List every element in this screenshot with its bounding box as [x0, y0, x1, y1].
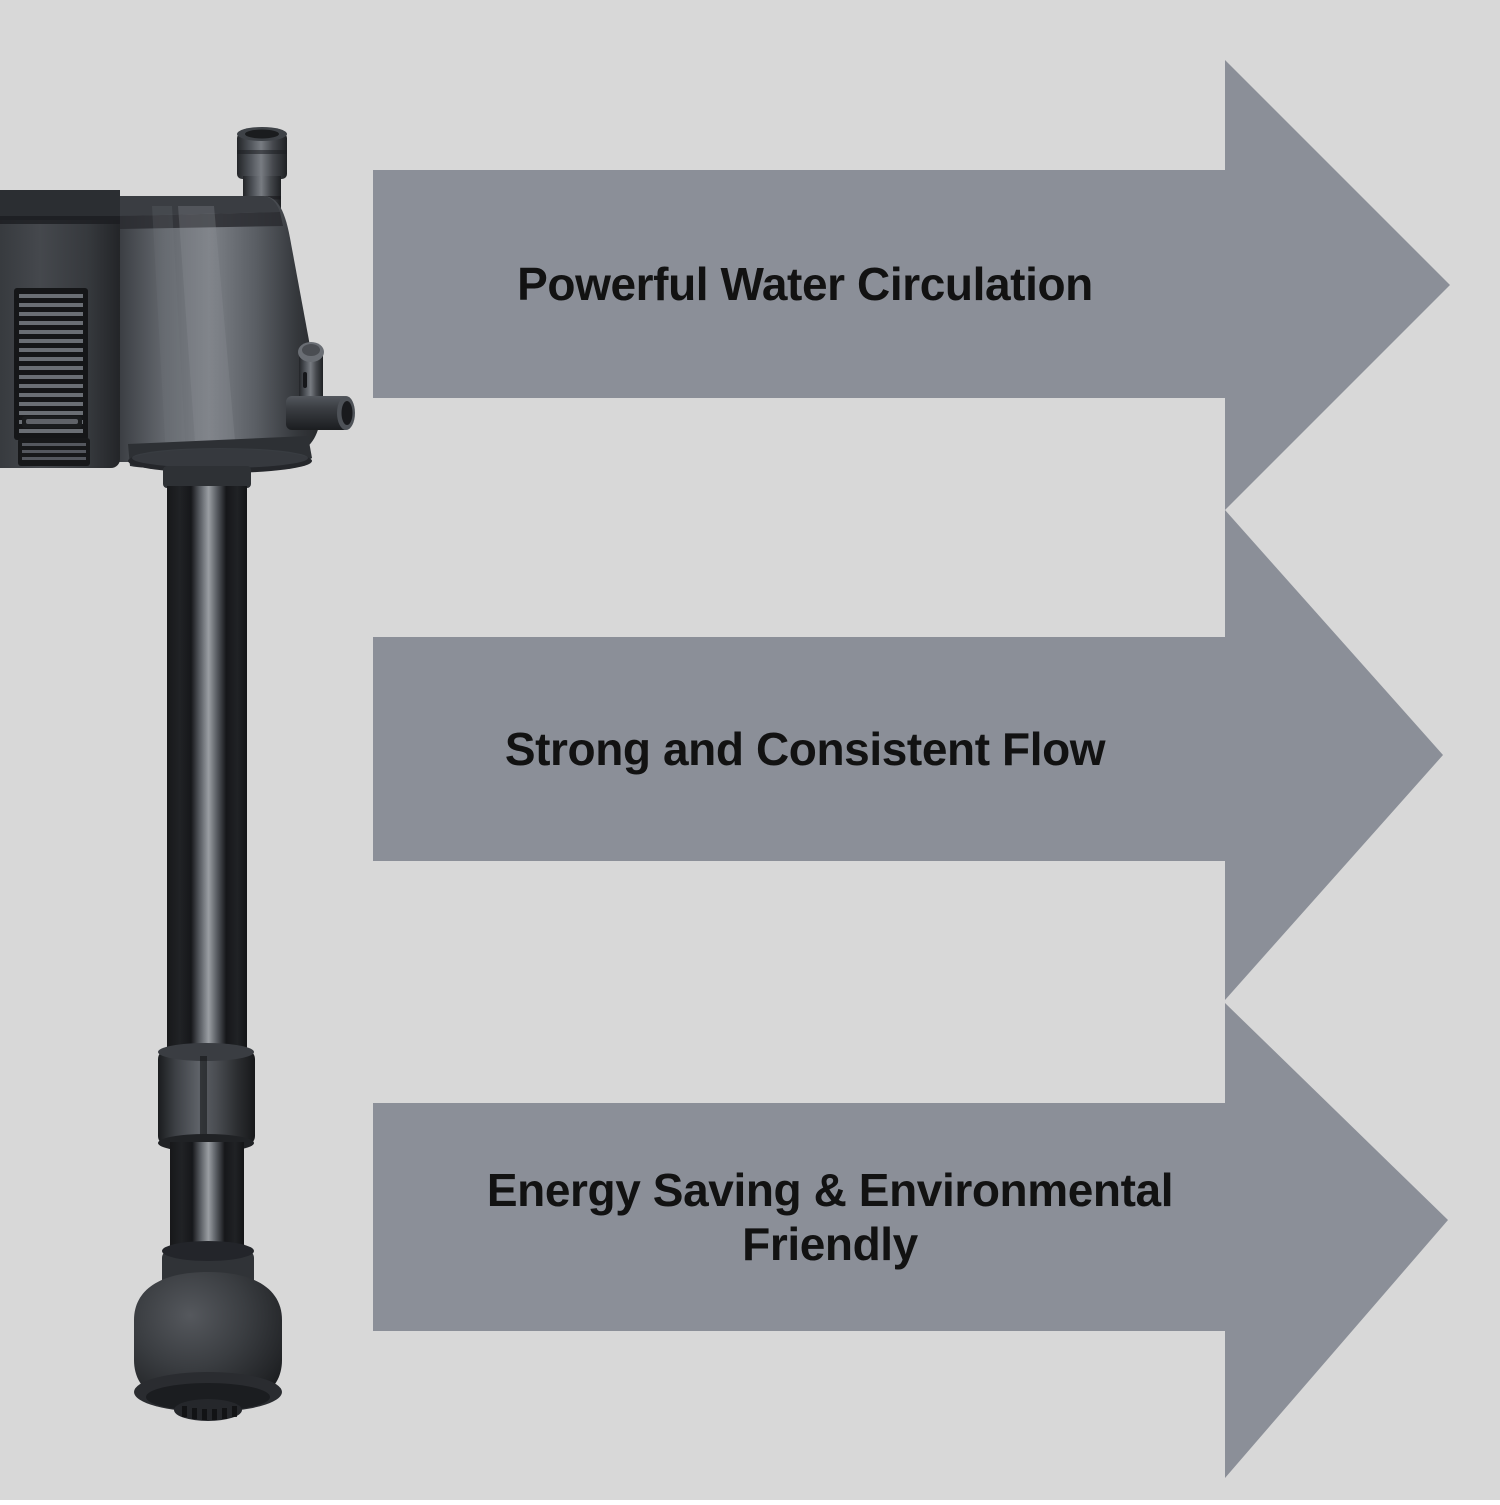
feature-label-text: Strong and Consistent Flow: [504, 722, 1106, 775]
feature-label-powerful-water-circulation: Powerful Water Circulation: [400, 170, 1210, 398]
tube-coupling-sleeve: [158, 1043, 255, 1152]
feature-label-text: Powerful Water Circulation: [517, 257, 1093, 310]
side-outlet-port: [286, 396, 355, 430]
product-photo: [0, 0, 370, 1500]
extension-tube-upper: [163, 466, 251, 1056]
dome-strainer-foot: [134, 1241, 282, 1421]
side-valve-knob: [298, 342, 324, 404]
motor-housing: [118, 196, 321, 473]
intake-grille: [14, 288, 88, 440]
lower-vent-slots: [18, 416, 90, 466]
feature-label-strong-and-consistent-flow: Strong and Consistent Flow: [400, 637, 1210, 861]
product-illustration: [0, 127, 355, 1421]
